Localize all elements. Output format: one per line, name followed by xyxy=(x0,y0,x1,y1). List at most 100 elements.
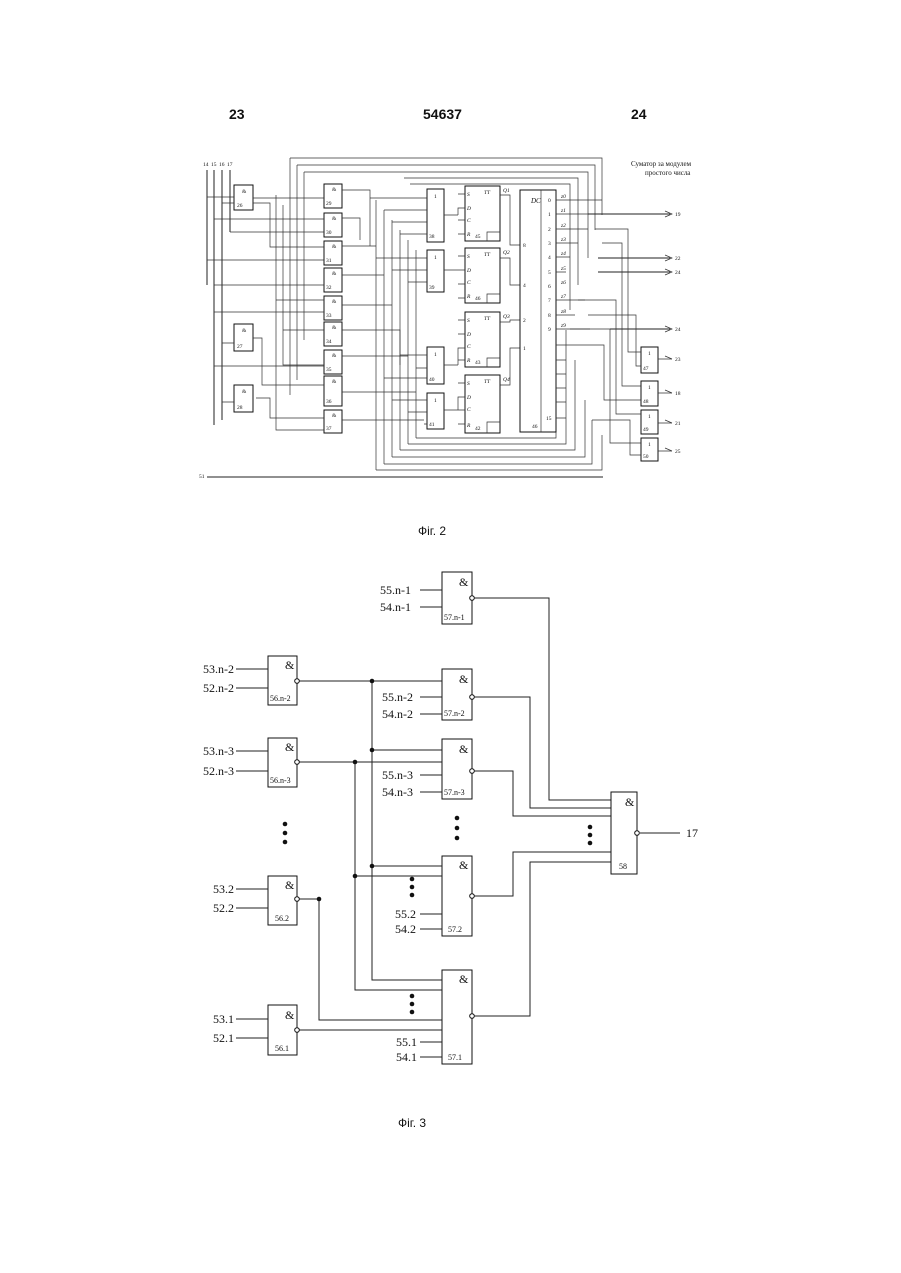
decoder-output-number: 9 xyxy=(548,327,551,333)
decoder-output-number: 8 xyxy=(548,313,551,319)
gate-symbol: & xyxy=(332,299,337,305)
fig2-caption: Фіг. 2 xyxy=(418,524,446,538)
gate-symbol: & xyxy=(332,325,337,331)
decoder-output-number: 3 xyxy=(548,241,551,247)
trigger-number: 43 xyxy=(475,360,481,366)
fig3-circuit: & 56.n-2 & 56.n-3 & 56.2 & 56.1 53.n-2 5… xyxy=(203,572,698,1064)
fig3-input-label: 55.n-2 xyxy=(382,690,413,704)
z-label: z3 xyxy=(560,237,566,243)
gate-symbol: & xyxy=(242,389,247,395)
gate-number: 57.n-3 xyxy=(444,788,465,797)
gate-symbol: & xyxy=(332,271,337,277)
fig2-input-buses xyxy=(207,170,230,425)
gate-symbol: & xyxy=(285,740,295,754)
fig2-right-or-gates: 147 148 149 150 xyxy=(641,347,658,461)
fig2-output-label: 24 xyxy=(675,327,681,333)
fig3-output-label: 17 xyxy=(686,826,698,840)
fig2-output-wires xyxy=(588,214,670,329)
gate-number: 56.2 xyxy=(275,914,289,923)
fig2-input-label: 51 xyxy=(199,474,205,480)
fig3-gate-57-n-1: & 57.n-1 xyxy=(442,572,472,624)
fig2-or-column: 138 139 140 141 xyxy=(427,189,444,429)
fig3-input-label: 52.1 xyxy=(213,1031,234,1045)
fig3-input-label: 53.n-3 xyxy=(203,744,234,758)
trigger-number: 45 xyxy=(475,234,481,240)
gate-symbol: & xyxy=(285,1008,295,1022)
gate-number: 40 xyxy=(429,377,435,383)
fig2-input-label: 17 xyxy=(227,162,233,168)
gate-symbol: & xyxy=(459,575,469,589)
gate-symbol: 1 xyxy=(648,351,651,357)
fig2-output-label: 24 xyxy=(675,270,681,276)
fig3-gate-57-1: & 57.1 xyxy=(442,970,472,1064)
gate-symbol: & xyxy=(332,244,337,250)
z-label: z5 xyxy=(560,266,566,272)
fig3-caption: Фіг. 3 xyxy=(398,1116,426,1130)
gate-number: 27 xyxy=(237,344,243,350)
z-label: z1 xyxy=(560,208,566,214)
pin-label: R xyxy=(466,232,471,238)
gate-number: 33 xyxy=(326,313,332,319)
gate-symbol: 1 xyxy=(434,352,437,358)
fig2-output-label: 19 xyxy=(675,212,681,218)
fig2-output-label: 18 xyxy=(675,391,681,397)
gate-symbol: & xyxy=(242,189,247,195)
decoder-output-number: 7 xyxy=(548,298,551,304)
z-label: z6 xyxy=(560,280,566,286)
gate-number: 56.1 xyxy=(275,1044,289,1053)
trigger-output-label: Q2 xyxy=(503,250,510,256)
fig3-input-label: 53.n-2 xyxy=(203,662,234,676)
fig3-input-label: 53.1 xyxy=(213,1012,234,1026)
fig2-circuit: Суматор за модулем простого числа 14 15 … xyxy=(199,158,692,480)
gate-number: 57.2 xyxy=(448,925,462,934)
fig3-input-label: 55.n-3 xyxy=(382,768,413,782)
gate-symbol: & xyxy=(285,878,295,892)
gate-number: 35 xyxy=(326,367,332,373)
decoder-output-number: 0 xyxy=(548,198,551,204)
pin-label: S xyxy=(467,254,470,260)
gate-symbol: & xyxy=(625,795,635,809)
decoder-output-number: 2 xyxy=(548,227,551,233)
fig3-input-label: 55.n-1 xyxy=(380,583,411,597)
pin-label: R xyxy=(466,358,471,364)
gate-number: 31 xyxy=(326,258,332,264)
decoder-output-number: 5 xyxy=(548,270,551,276)
fig3-input-label: 52.n-2 xyxy=(203,681,234,695)
gate-number: 57.n-2 xyxy=(444,709,465,718)
gate-symbol: & xyxy=(332,379,337,385)
gate-number: 37 xyxy=(326,426,332,432)
gate-symbol: 1 xyxy=(434,255,437,261)
fig2-and-column: &29 &30 &31 &32 &33 &34 &35 &36 &37 xyxy=(324,184,342,433)
pin-label: C xyxy=(467,407,471,413)
pin-label: S xyxy=(467,318,470,324)
decoder-label: DC xyxy=(530,197,541,205)
fig3-input-label: 54.1 xyxy=(396,1050,417,1064)
gate-number: 30 xyxy=(326,230,332,236)
fig3-gate-56-1: & 56.1 xyxy=(268,1005,297,1055)
fig3-gate-56-n-3: & 56.n-3 xyxy=(268,738,297,787)
gate-number: 36 xyxy=(326,399,332,405)
pin-label: D xyxy=(466,332,471,338)
trigger-output-label: Q1 xyxy=(503,188,510,194)
gate-number: 34 xyxy=(326,339,332,345)
gate-number: 32 xyxy=(326,285,332,291)
pin-label: R xyxy=(466,294,471,300)
gate-number: 41 xyxy=(429,422,435,428)
decoder-output-number: 6 xyxy=(548,284,551,290)
fig3-gate-57-n-3: & 57.n-3 xyxy=(442,739,472,799)
z-label: z8 xyxy=(560,309,566,315)
trigger-type: TT xyxy=(484,379,491,385)
gate-symbol: & xyxy=(332,187,337,193)
gate-number: 56.n-2 xyxy=(270,694,291,703)
fig3-input-label: 55.1 xyxy=(396,1035,417,1049)
gate-symbol: & xyxy=(332,353,337,359)
fig3-input-label: 54.n-1 xyxy=(380,600,411,614)
fig2-input-label: 15 xyxy=(211,162,217,168)
fig3-input-label: 52.n-3 xyxy=(203,764,234,778)
fig2-input-label: 14 xyxy=(203,162,209,168)
gate-number: 57.1 xyxy=(448,1053,462,1062)
fig3-input-label: 53.2 xyxy=(213,882,234,896)
gate-symbol: 1 xyxy=(434,194,437,200)
gate-number: 58 xyxy=(619,862,627,871)
fig2-triggers: TT TT TT TT 45 46 43 42 Q1 Q2 Q3 Q4 S D … xyxy=(465,186,510,433)
